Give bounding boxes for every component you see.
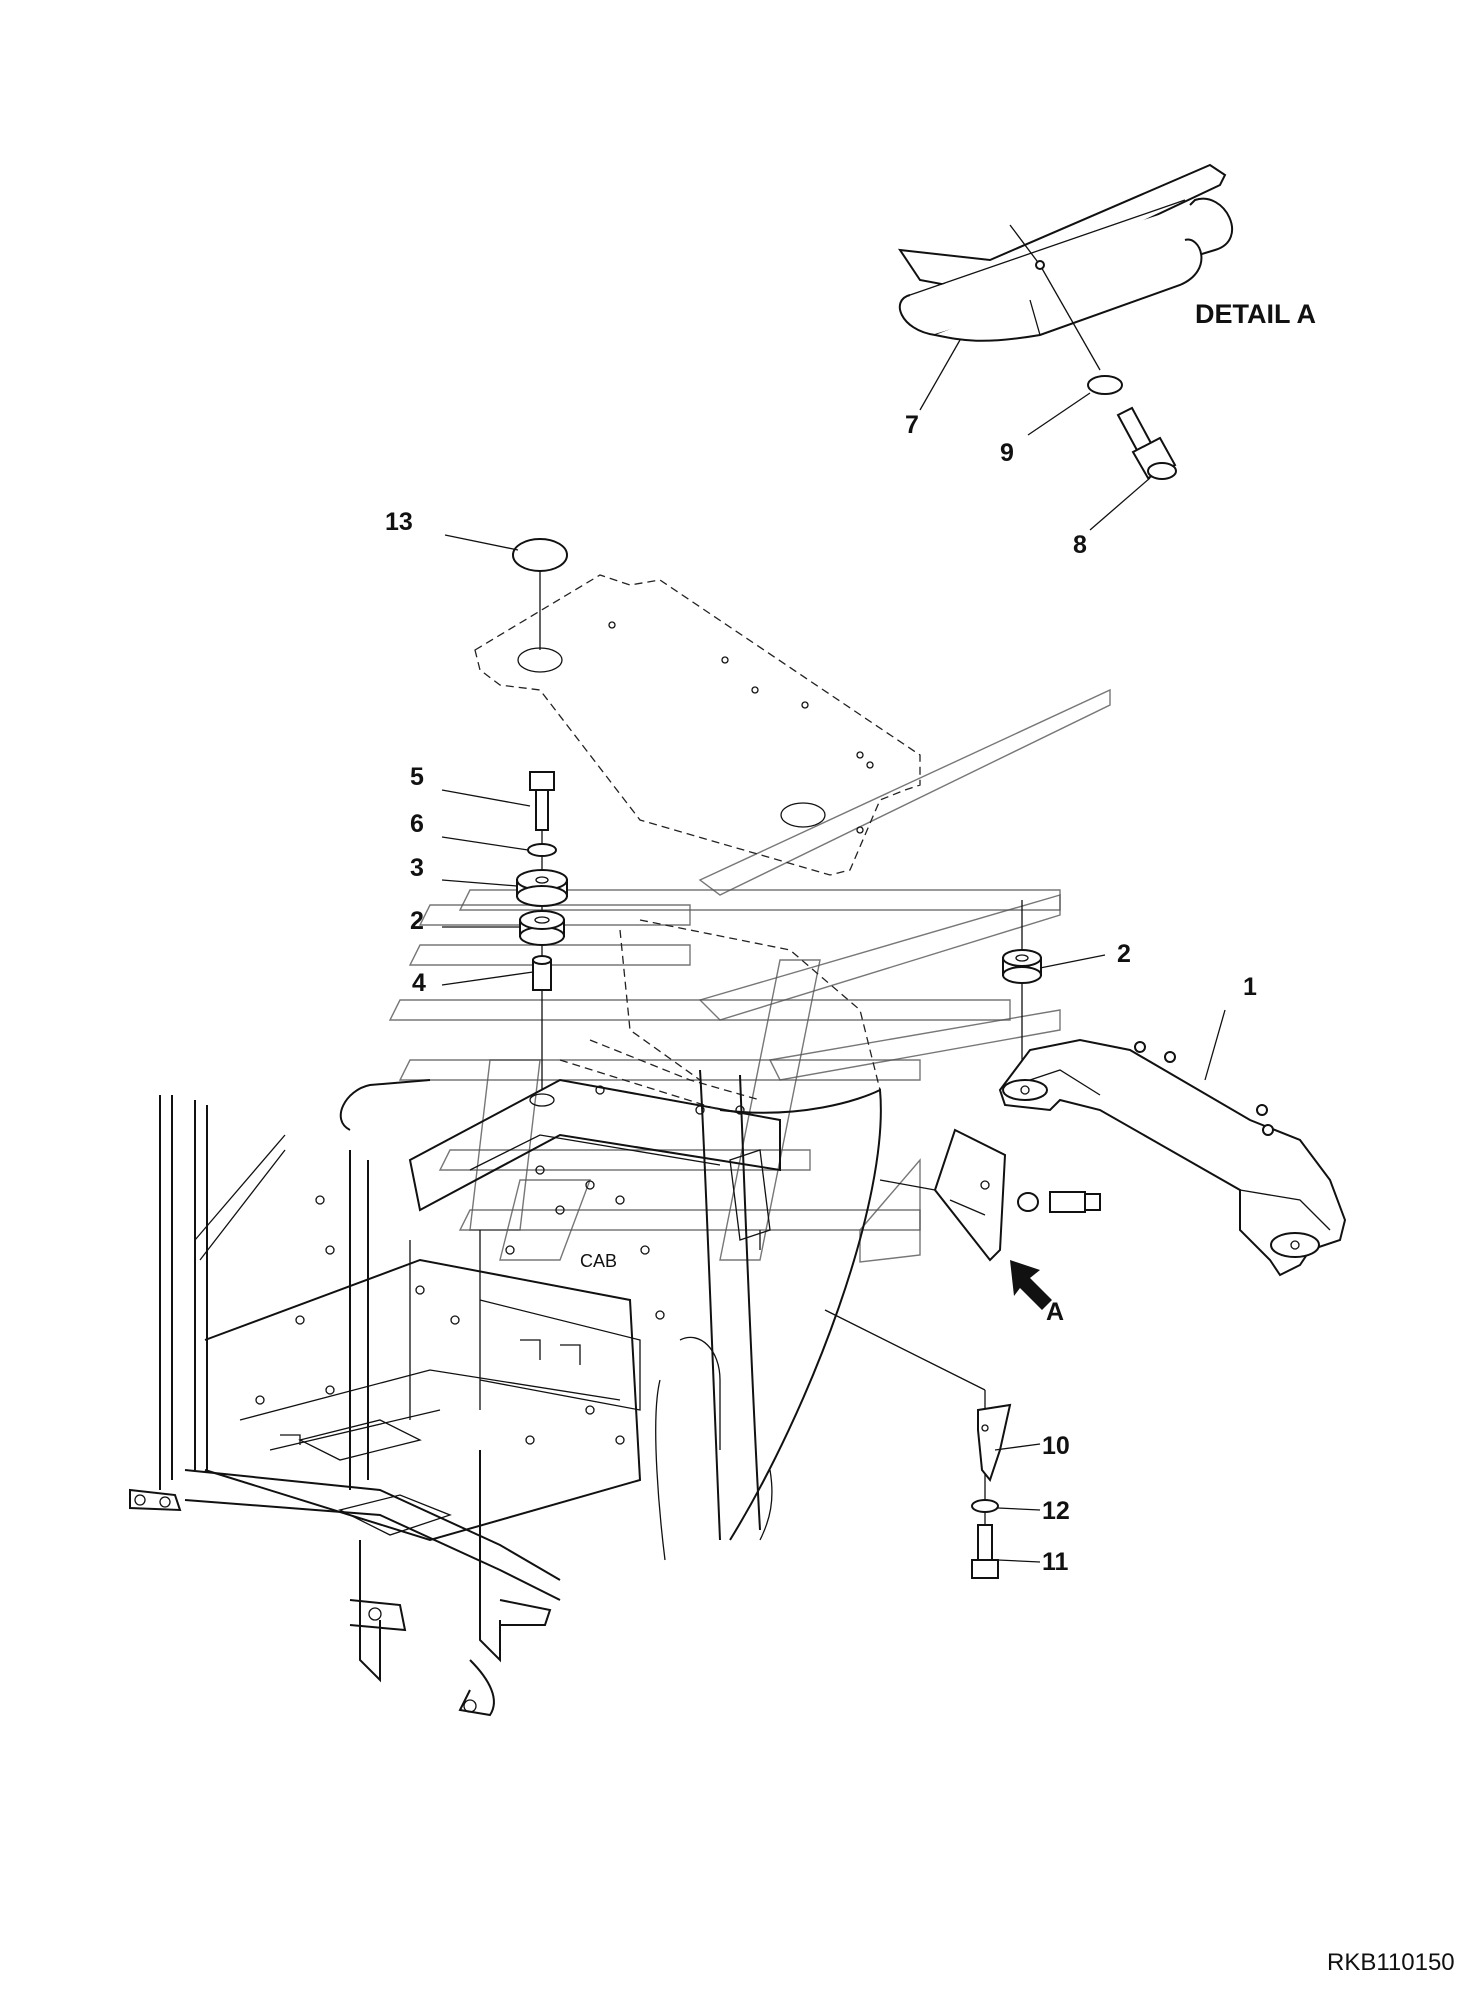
- drawing-number: RKB110150: [1327, 1949, 1455, 1976]
- part-2-cushion-left: [519, 910, 565, 946]
- callout-2-left: 2: [410, 907, 424, 935]
- part-4-collar: [532, 955, 552, 991]
- callout-labels: 13 5 6 3 2 4 2 1 7 9 8 10 12 11: [385, 411, 1257, 1576]
- part-8-bolt: [1116, 406, 1177, 480]
- lower-bracket-stack: [824, 1309, 1012, 1579]
- callout-12: 12: [1042, 1497, 1070, 1525]
- part-12-washer: [971, 1499, 999, 1513]
- view-arrow-label: A: [1046, 1298, 1064, 1326]
- callout-13: 13: [385, 508, 413, 536]
- callout-4: 4: [412, 969, 426, 997]
- part-10-bracket: [977, 1403, 1012, 1483]
- part-13-plug: [512, 538, 568, 650]
- detail-a: DETAIL A: [897, 163, 1316, 480]
- view-arrow-a: A: [1010, 1260, 1064, 1326]
- callout-1: 1: [1243, 973, 1257, 1001]
- callout-7: 7: [905, 411, 919, 439]
- left-mount-stack: [516, 771, 568, 1107]
- part-6-washer: [527, 843, 557, 857]
- callout-3: 3: [410, 854, 424, 882]
- detail-title: DETAIL A: [1195, 299, 1316, 329]
- part-11-bolt: [971, 1524, 999, 1579]
- part-1-bracket: [998, 1038, 1347, 1277]
- callout-6: 6: [410, 810, 424, 838]
- part-2-cushion-right: [1002, 949, 1042, 984]
- callout-9: 9: [1000, 439, 1014, 467]
- roof-plate: [474, 574, 921, 876]
- side-plate-detail-a: [879, 1128, 1101, 1262]
- callout-8: 8: [1073, 531, 1087, 559]
- cab-frame: CAB: [129, 919, 882, 1717]
- part-5-bolt: [529, 771, 555, 831]
- right-bracket-assembly: A: [879, 900, 1347, 1326]
- callout-5: 5: [410, 763, 424, 791]
- callout-11: 11: [1042, 1548, 1069, 1576]
- leader-lines: [441, 339, 1226, 1563]
- part-3-mount: [516, 869, 568, 907]
- callout-10: 10: [1042, 1432, 1070, 1460]
- callout-2-right: 2: [1117, 940, 1131, 968]
- frame-holes: [255, 1085, 745, 1445]
- part-9-washer: [1087, 375, 1123, 395]
- cab-label: CAB: [580, 1251, 617, 1271]
